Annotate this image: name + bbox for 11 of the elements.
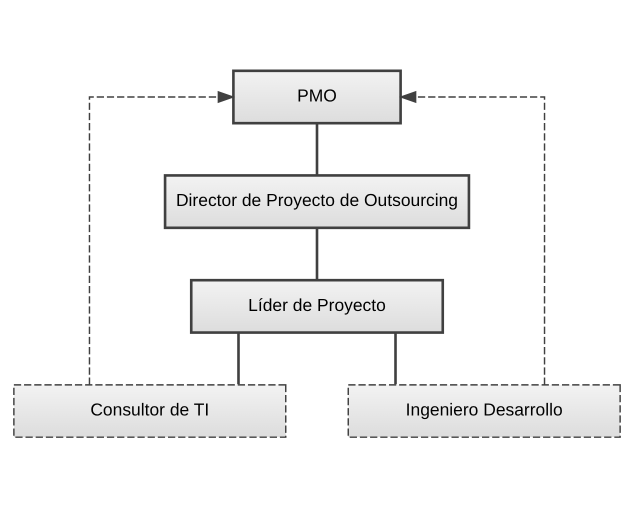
node-box: Director de Proyecto de Outsourcing [164,174,470,230]
connector [316,123,318,175]
arrow [88,90,236,385]
connector [316,228,318,280]
arrow [398,90,546,385]
connector [237,332,240,384]
node-box: PMO [232,70,402,124]
node-box: Líder de Proyecto [190,278,444,334]
node-box: Ingeniero Desarrollo [348,384,621,438]
connector [394,332,397,384]
node-box: Consultor de TI [13,384,286,438]
